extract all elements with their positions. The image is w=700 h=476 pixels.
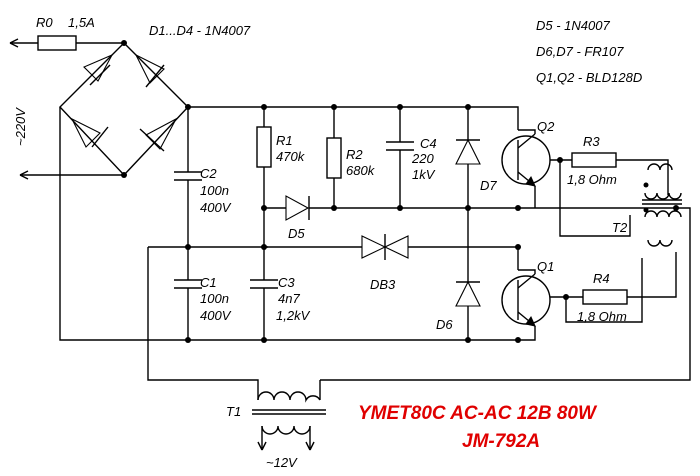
label-q2: Q2 — [537, 119, 555, 134]
label-r0-value: 1,5A — [68, 15, 95, 30]
midpoint-rail — [264, 195, 676, 221]
parts-list: D5 - 1N4007 D6,D7 - FR107 Q1,Q2 - BLD128… — [536, 18, 642, 85]
label-c2: C2 — [200, 166, 217, 181]
transistor-q2 — [468, 106, 572, 208]
title-line-2: JM-792A — [462, 431, 540, 452]
diode-d7 — [455, 104, 481, 208]
resistor-r2 — [326, 137, 342, 179]
r2-c4-branch — [326, 104, 414, 211]
label-r3-value: 1,8 Ohm — [567, 172, 617, 187]
label-c3-value: 4n7 — [278, 291, 300, 306]
label-d7: D7 — [480, 178, 497, 193]
label-r1-value: 470k — [276, 149, 306, 164]
label-c1-voltage: 400V — [200, 308, 232, 323]
label-c3: C3 — [278, 275, 295, 290]
label-r2-value: 680k — [346, 163, 376, 178]
transformer-t2 — [320, 163, 691, 381]
diode-d6 — [455, 208, 481, 343]
label-c3-voltage: 1,2kV — [276, 308, 311, 323]
label-r2: R2 — [346, 147, 363, 162]
label-r1: R1 — [276, 133, 293, 148]
input-section — [9, 35, 518, 341]
parts-list-item: D5 - 1N4007 — [536, 18, 610, 33]
label-c4-voltage: 1kV — [412, 167, 436, 182]
label-c2-value: 100n — [200, 183, 229, 198]
r1-c3-branch — [250, 104, 278, 343]
label-d6: D6 — [436, 317, 453, 332]
diagram-title: YMET80C AC-AC 12B 80W JM-792A — [358, 403, 598, 452]
label-d5: D5 — [288, 226, 305, 241]
bridge-rectifier — [59, 40, 189, 178]
label-c2-voltage: 400V — [200, 200, 232, 215]
label-r3: R3 — [583, 134, 600, 149]
resistor-r4 — [559, 160, 677, 323]
fuse-r0 — [37, 35, 77, 51]
label-db3: DB3 — [370, 277, 396, 292]
parts-list-item: D6,D7 - FR107 — [536, 44, 624, 59]
label-ac-out: ~12V — [266, 455, 298, 470]
label-ac-in: ~220V — [13, 107, 28, 146]
label-t1: T1 — [226, 404, 241, 419]
label-r4-value: 1,8 Ohm — [577, 309, 627, 324]
capacitor-divider — [148, 104, 268, 343]
label-c4: C4 — [420, 136, 437, 151]
resistor-r3 — [571, 152, 669, 195]
parts-list-item: Q1,Q2 - BLD128D — [536, 70, 642, 85]
component-labels: R0 1,5A D1...D4 - 1N4007 ~220V R1 470k R… — [13, 15, 628, 470]
label-r4: R4 — [593, 271, 610, 286]
label-q1: Q1 — [537, 259, 554, 274]
transformer-t1 — [147, 247, 326, 451]
diac-db3 — [264, 234, 521, 260]
label-c1-value: 100n — [200, 291, 229, 306]
title-line-1: YMET80C AC-AC 12B 80W — [358, 403, 598, 424]
label-bridge: D1...D4 - 1N4007 — [149, 23, 251, 38]
label-t2: T2 — [612, 220, 628, 235]
label-r0: R0 — [36, 15, 53, 30]
resistor-r1 — [256, 126, 272, 168]
label-c1: C1 — [200, 275, 217, 290]
label-c4-value: 220 — [411, 151, 434, 166]
